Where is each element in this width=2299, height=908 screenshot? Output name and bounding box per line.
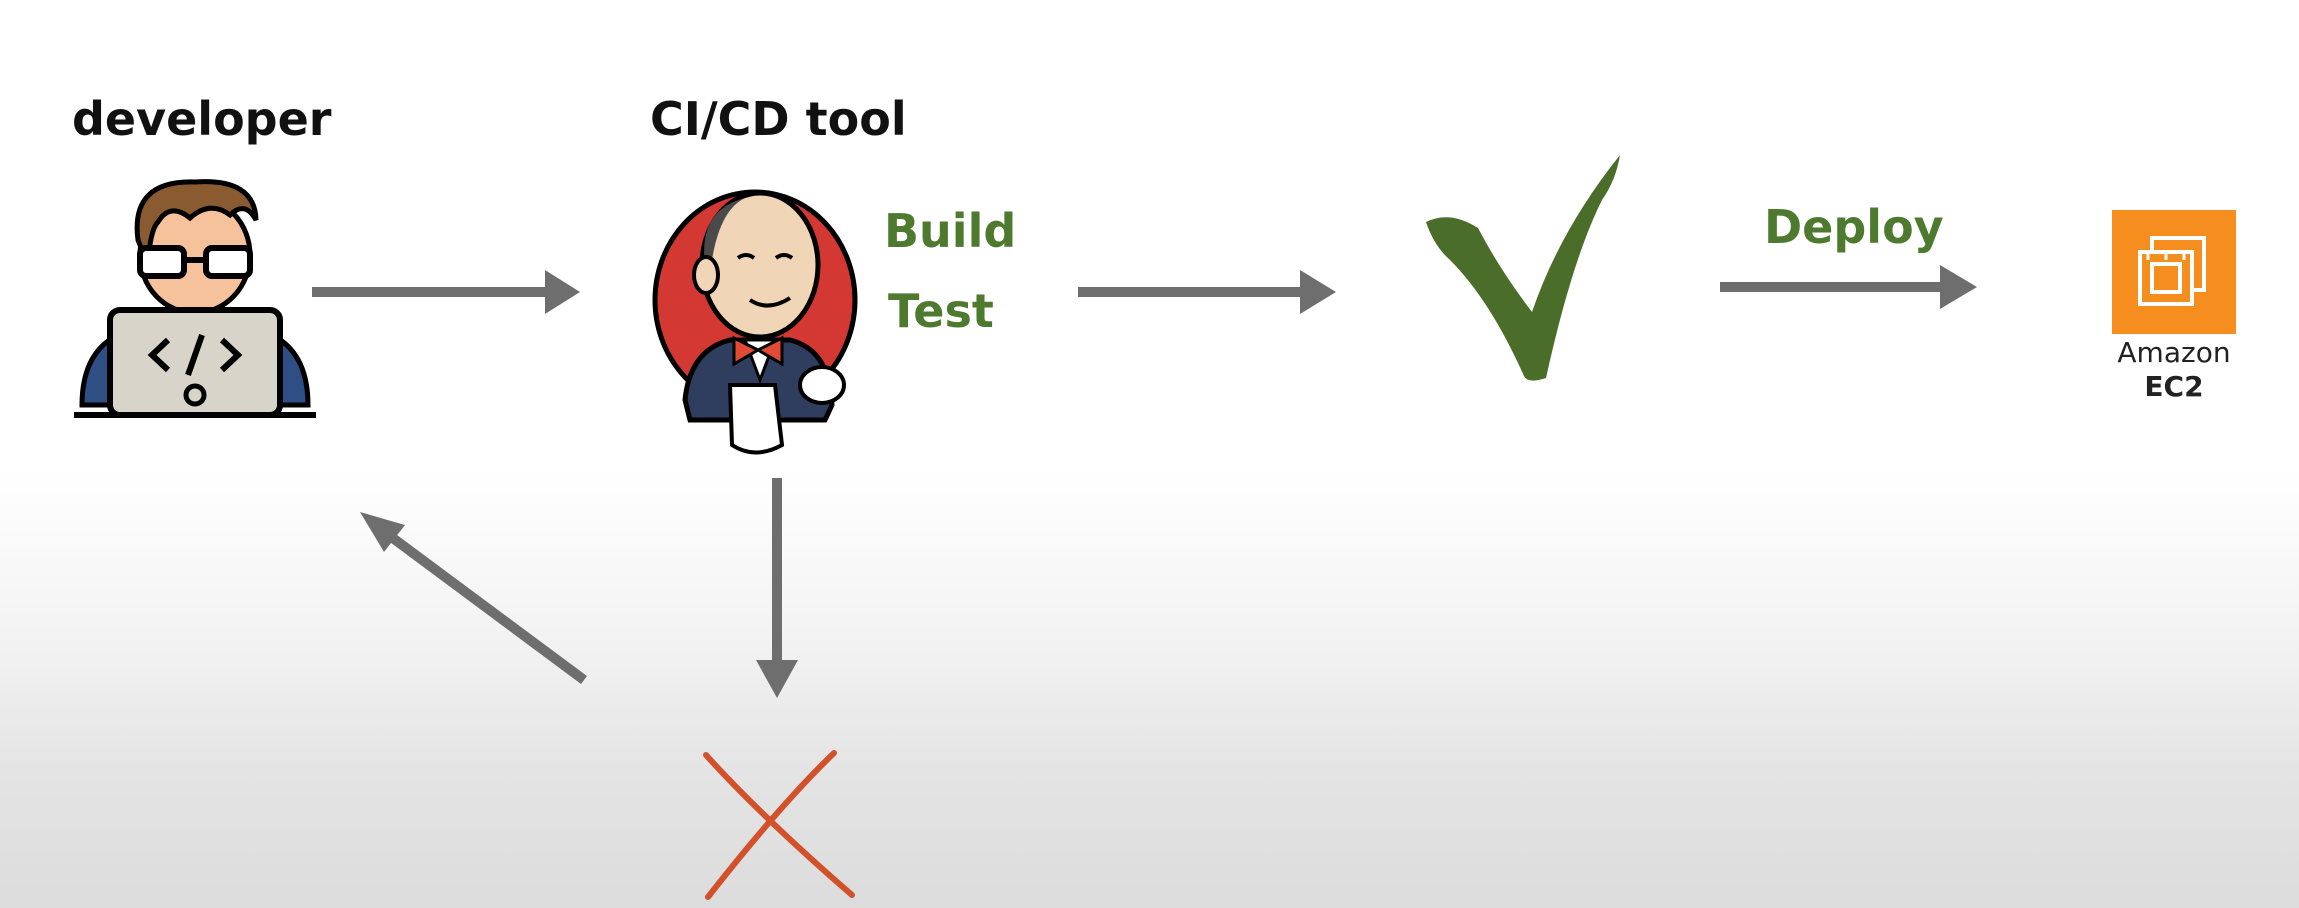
amazon-ec2-icon xyxy=(2112,210,2236,334)
arrow-failure-to-developer xyxy=(360,512,587,685)
amazon-label: Amazon xyxy=(2117,336,2231,369)
test-label: Test xyxy=(888,284,994,338)
arrow-developer-to-cicd xyxy=(312,270,580,314)
build-label: Build xyxy=(884,204,1017,258)
cross-icon xyxy=(703,750,855,900)
arrow-cicd-to-success xyxy=(1078,270,1336,314)
developer-label: developer xyxy=(72,92,332,146)
ec2-label: EC2 xyxy=(2144,370,2204,403)
deploy-label: Deploy xyxy=(1764,200,1944,254)
checkmark-icon xyxy=(1426,155,1620,381)
arrow-deploy-to-ec2 xyxy=(1720,265,1977,309)
cicd-tool-label: CI/CD tool xyxy=(650,92,907,146)
jenkins-butler-icon xyxy=(652,189,858,455)
arrow-cicd-to-failure xyxy=(756,478,798,698)
amazon-ec2-label: Amazon EC2 xyxy=(2104,336,2244,404)
developer-laptop-icon xyxy=(74,179,316,418)
